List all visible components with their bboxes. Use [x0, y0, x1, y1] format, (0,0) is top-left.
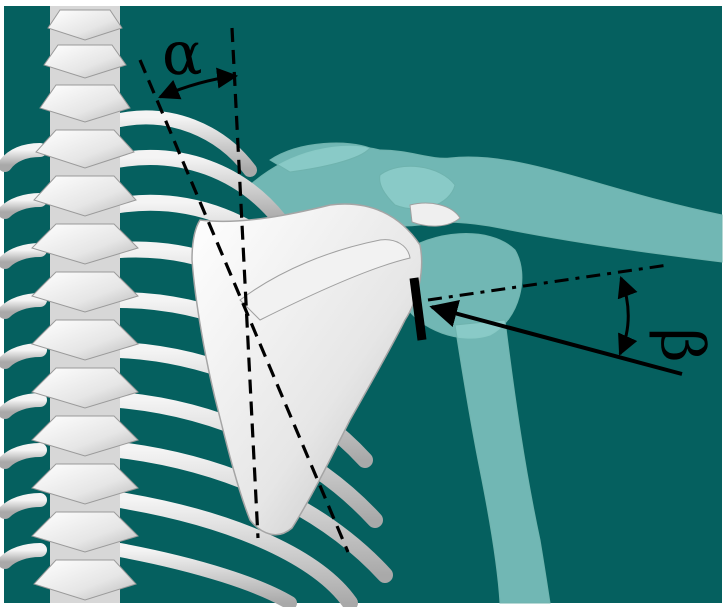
alpha-label: α	[162, 19, 203, 89]
beta-label: β	[647, 328, 717, 363]
